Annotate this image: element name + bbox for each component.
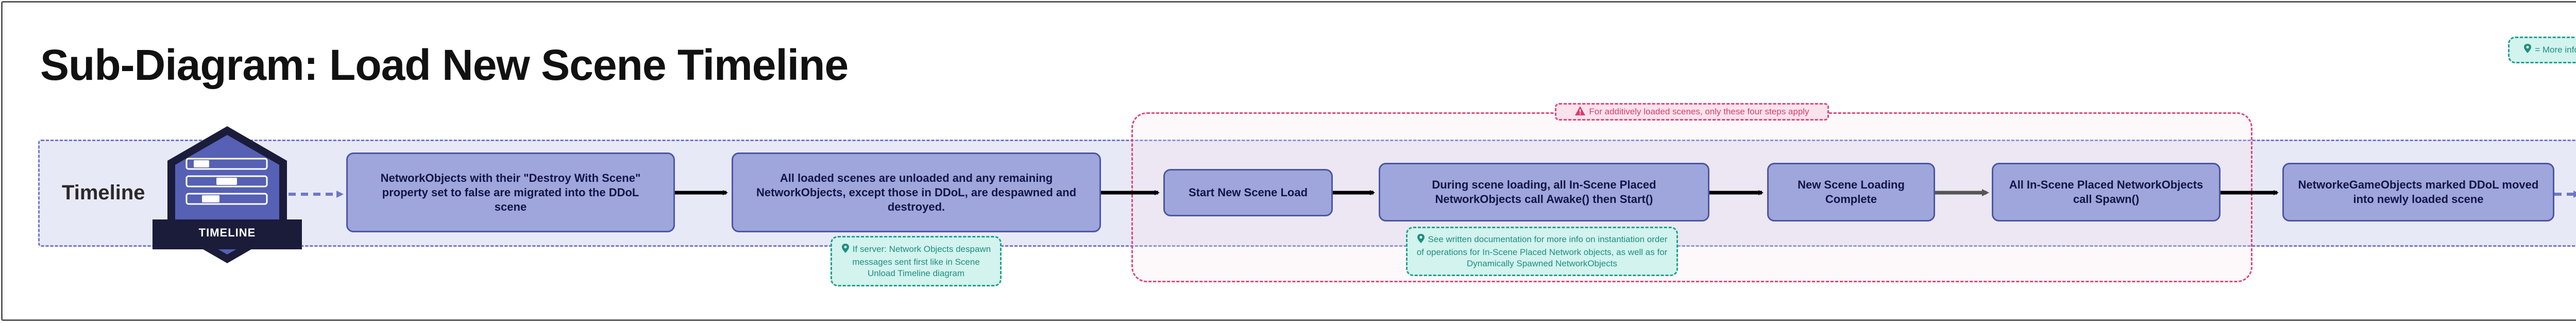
step-ddol-moved-to-new-scene: NetworkeGameObjects marked DDoL moved in… <box>2282 163 2554 222</box>
step-new-scene-loading-complete: New Scene Loading Complete <box>1767 163 1935 222</box>
pin-icon <box>841 243 850 257</box>
step-migrate-to-ddol: NetworkObjects with their "Destroy With … <box>346 152 675 232</box>
pin-icon <box>1417 233 1425 247</box>
additive-load-banner: For additively loaded scenes, only these… <box>1555 103 1829 121</box>
pin-icon <box>2523 43 2532 57</box>
timeline-icon-caption: TIMELINE <box>198 226 256 239</box>
server-despawn-note: If server: Network Objects despawn messa… <box>831 236 1002 286</box>
documentation-note: See written documentation for more info … <box>1406 227 1678 276</box>
step-in-scene-spawn: All In-Scene Placed NetworkObjects call … <box>1992 163 2221 222</box>
step-unload-scenes: All loaded scenes are unloaded and any r… <box>732 152 1101 232</box>
server-despawn-note-text: If server: Network Objects despawn messa… <box>852 244 991 278</box>
documentation-note-text: See written documentation for more info … <box>1416 234 1668 268</box>
additive-banner-text: For additively loaded scenes, only these… <box>1589 107 1809 116</box>
legend-more-info: = More info <box>2508 37 2576 63</box>
legend-label: = More info <box>2535 45 2576 55</box>
step-in-scene-awake-start: During scene loading, all In-Scene Place… <box>1379 163 1709 222</box>
timeline-hexagon-icon <box>152 126 302 263</box>
timeline-label: Timeline <box>62 181 145 204</box>
diagram-title: Sub-Diagram: Load New Scene Timeline <box>40 41 849 89</box>
warning-icon <box>1574 106 1586 118</box>
step-start-new-scene-load: Start New Scene Load <box>1163 169 1333 216</box>
